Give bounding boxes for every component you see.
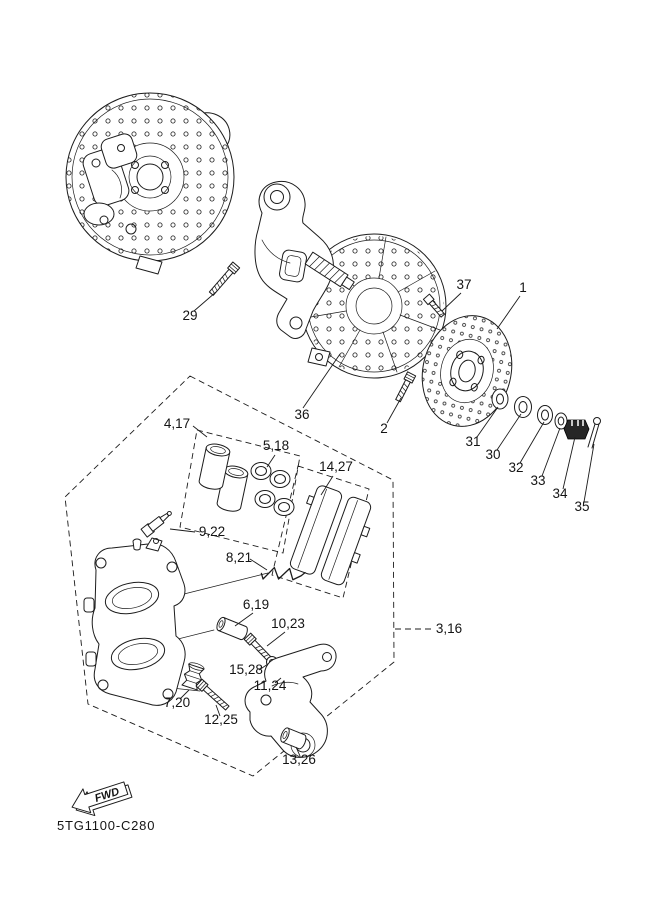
part-label-31: 31 [465,434,480,449]
part-label-30: 30 [485,447,500,462]
brake-pad-outer [320,496,372,586]
part-label-1: 1 [519,280,527,295]
part-label-12-25: 12,25 [204,712,238,727]
brake-pad-inner [289,485,343,575]
piston-seals [250,462,295,516]
backing-plate-assembly [65,92,235,275]
washer-31 [491,388,509,410]
leader-lines [169,291,595,757]
part-label-5-18: 5,18 [263,438,289,453]
caliper-bolt-lower [195,678,230,711]
part-label-35: 35 [574,499,589,514]
slide-bushing [216,616,248,641]
part-label-33: 33 [530,473,545,488]
brake-disc [421,315,513,427]
cotter-pin-35 [587,417,601,449]
castle-nut-34 [563,419,590,440]
washer-32 [537,405,553,425]
caliper-group-outline [64,375,395,777]
part-label-29: 29 [182,308,197,323]
hub-bore [136,163,164,191]
part-label-3-16: 3,16 [436,621,462,636]
collar [280,727,307,750]
part-label-36: 36 [294,407,309,422]
part-label-32: 32 [508,460,523,475]
part-label-11-24: 11,24 [254,678,287,693]
spindle [304,251,355,291]
caliper-body [83,537,186,706]
washer-33 [554,412,568,430]
bleed-screw [140,510,172,538]
steering-knuckle [254,180,334,339]
assembled-caliper [82,133,138,235]
dust-boot [181,662,205,691]
disc-bolt-2 [395,371,417,403]
bleed-screw-cap [132,538,142,551]
bottom-tab [135,255,163,275]
part-label-2: 2 [380,421,388,436]
part-label-15-28: 15,28 [229,662,263,677]
pad-spring [260,566,306,581]
part-label-4-17: 4,17 [164,416,190,431]
fwd-arrow: FWD [71,781,133,817]
piston-seal-group-outline [179,429,301,554]
catalog-code: 5TG1100-C280 [57,818,155,833]
part-label-8-21: 8,21 [226,550,252,565]
caliper-piston-rear [216,465,249,512]
part-label-13-26: 13,26 [282,752,316,767]
part-label-6-19: 6,19 [243,597,269,612]
part-label-10-23: 10,23 [271,616,305,631]
part-label-34: 34 [552,486,568,501]
part-labels: 29 36 37 1 2 31 30 32 33 34 35 4,17 5,18… [164,277,590,767]
flange-bolt-29 [208,261,241,296]
part-label-7-20: 7,20 [164,695,190,710]
caliper-piston-front [198,443,231,490]
part-label-14-27: 14,27 [319,459,353,474]
spacer-30 [514,396,532,418]
part-label-9-22: 9,22 [199,524,225,539]
guard-bolt-37 [422,293,446,318]
part-label-37: 37 [456,277,471,292]
